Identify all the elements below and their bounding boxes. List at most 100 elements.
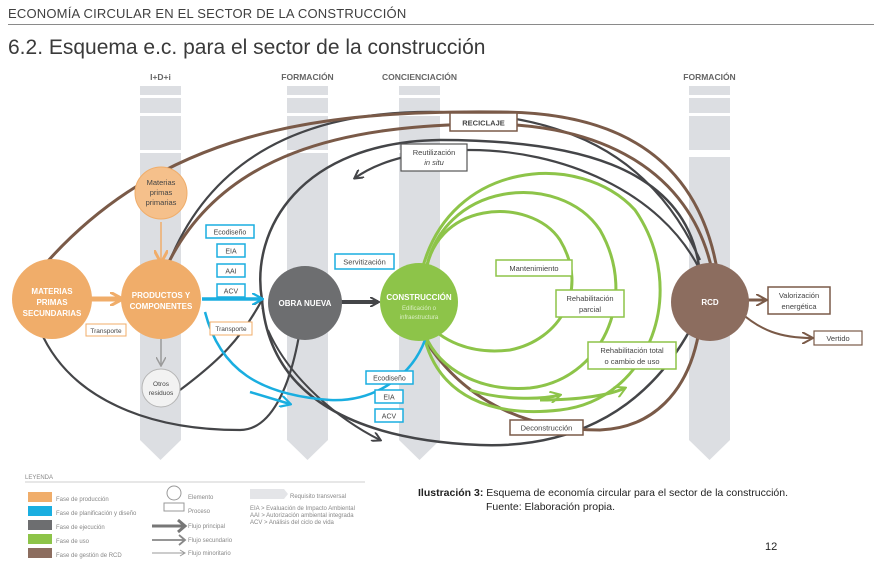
node-label: residuos (149, 390, 174, 397)
column-label-formacion-1: FORMACIÓN (281, 71, 333, 82)
page-number: 12 (765, 541, 778, 553)
legend-label: Flujo minoritario (188, 551, 231, 557)
column-label-idi: I+D+i (150, 72, 171, 82)
process-label: EIA (383, 395, 395, 402)
process-label: in situ (424, 158, 444, 167)
node-label: SECUNDARIAS (23, 309, 82, 318)
process-label: o cambio de uso (604, 357, 659, 366)
legend-swatch-planificacion (28, 506, 52, 516)
node-materias-primas-primarias: Materias primas primarias (134, 166, 188, 220)
flow-bottom-left-loop (38, 329, 302, 432)
legend-label: Fase de planificación y diseño (56, 511, 137, 517)
flow-obra-down (267, 329, 380, 440)
process-aai: AAI (216, 263, 246, 278)
node-obra-nueva: OBRA NUEVA (268, 266, 342, 340)
node-label: RCD (701, 298, 719, 307)
legend-swatch-ejecucion (28, 520, 52, 530)
legend-label: Fase de ejecución (56, 525, 105, 531)
flow-maintenance-loop (425, 210, 574, 353)
process-label: Servitización (343, 258, 386, 267)
process-acv-1: ACV (216, 283, 246, 298)
legend-label: Flujo secundario (188, 538, 233, 544)
process-valorizacion: Valorización energética (767, 286, 831, 315)
process-label: RECICLAJE (462, 119, 505, 128)
running-header: ECONOMÍA CIRCULAR EN EL SECTOR DE LA CON… (8, 6, 407, 21)
legend-minor-flow-icon (152, 549, 186, 557)
legend-label: Fase de uso (56, 539, 90, 545)
legend-label: Proceso (188, 509, 211, 515)
caption-source: Fuente: Elaboración propia. (486, 501, 615, 513)
node-sublabel: Edificación o (402, 306, 437, 312)
process-label: Vertido (826, 334, 849, 343)
process-label: EIA (225, 249, 237, 256)
node-rcd: RCD (671, 263, 749, 341)
process-label: Ecodiseño (373, 376, 406, 383)
legend-secondary-flow-icon (152, 534, 187, 546)
node-label: Materias (147, 178, 176, 187)
caption-label: Ilustración 3: (418, 487, 484, 499)
caption-text: Esquema de economía circular para el sec… (486, 487, 789, 499)
process-label: Rehabilitación total (600, 346, 664, 355)
node-construccion: CONSTRUCCIÓN Edificación o infraestructu… (380, 263, 458, 341)
legend-swatch-uso (28, 534, 52, 544)
flow-green-arrow-2 (469, 388, 560, 398)
process-acv-2: ACV (374, 408, 404, 423)
process-ecodiseno-1: Ecodiseño (205, 224, 255, 239)
process-label: Deconstrucción (521, 424, 573, 433)
node-label: PRIMAS (36, 298, 68, 307)
legend-swatch-rcd (28, 548, 52, 558)
process-label: Mantenimiento (509, 264, 558, 273)
process-label: Reutilización (413, 148, 456, 157)
column-label-formacion-2: FORMACIÓN (683, 71, 735, 82)
column-label-concienciacion: CONCIENCIACIÓN (382, 71, 457, 82)
legend-title: LEYENDA (25, 475, 53, 481)
node-productos-componentes: PRODUCTOS Y COMPONENTES (121, 259, 201, 339)
legend-transversal-icon (250, 489, 288, 499)
process-eia-2: EIA (374, 389, 404, 404)
flow-total-rehab-loop (420, 172, 662, 414)
process-mantenimiento: Mantenimiento (495, 259, 573, 277)
figure-caption: Ilustración 3: Esquema de economía circu… (418, 486, 788, 514)
process-reciclaje: RECICLAJE (449, 112, 518, 132)
header-rule (8, 24, 874, 25)
process-rehabilitacion-parcial: Rehabilitación parcial (555, 289, 625, 318)
legend-label: Elemento (188, 495, 214, 501)
process-label: parcial (579, 305, 601, 314)
legend-abbreviation: EIA > Evaluación de Impacto Ambiental (250, 506, 355, 512)
node-otros-residuos: Otros residuos (141, 368, 181, 408)
legend-process-icon (163, 502, 185, 512)
legend-abbreviation: ACV > Análisis del ciclo de vida (250, 520, 335, 526)
node-materias-primas-secundarias: MATERIAS PRIMAS SECUNDARIAS (12, 259, 92, 339)
process-label: AAI (225, 269, 236, 276)
node-label: primas (150, 188, 173, 197)
node-label: MATERIAS (31, 287, 73, 296)
process-label: Rehabilitación (566, 294, 613, 303)
legend-label: Flujo principal (188, 524, 225, 530)
process-reutilizacion: Reutilización in situ (400, 143, 468, 172)
process-transporte-1: Transporte (85, 323, 127, 337)
node-label: OBRA NUEVA (279, 299, 332, 308)
process-eia-1: EIA (216, 243, 246, 258)
legend-main-flow-icon (152, 518, 188, 534)
node-label: COMPONENTES (130, 302, 193, 311)
process-ecodiseno-2: Ecodiseño (365, 370, 414, 385)
flow-obra-up (179, 300, 262, 391)
process-label: energética (781, 302, 817, 311)
process-deconstruccion: Deconstrucción (509, 419, 584, 436)
process-transporte-2: Transporte (209, 321, 253, 336)
process-label: Ecodiseño (214, 230, 247, 237)
process-vertido: Vertido (813, 330, 863, 346)
flow-green-arrow-3 (539, 388, 625, 402)
legend-label: Fase de gestión de RCD (56, 553, 122, 559)
process-label: ACV (224, 289, 239, 296)
process-servitizacion: Servitización (334, 253, 395, 270)
process-label: Transporte (90, 328, 122, 335)
legend-label: Fase de producción (56, 497, 109, 503)
node-label: primarias (146, 198, 177, 207)
legend: LEYENDA Fase de producción Fase de plani… (25, 475, 365, 559)
process-rehabilitacion-total: Rehabilitación total o cambio de uso (587, 341, 677, 370)
node-label: PRODUCTOS Y (132, 291, 191, 300)
flow-reuse (355, 148, 701, 271)
flow-blue-arrow (249, 390, 290, 404)
